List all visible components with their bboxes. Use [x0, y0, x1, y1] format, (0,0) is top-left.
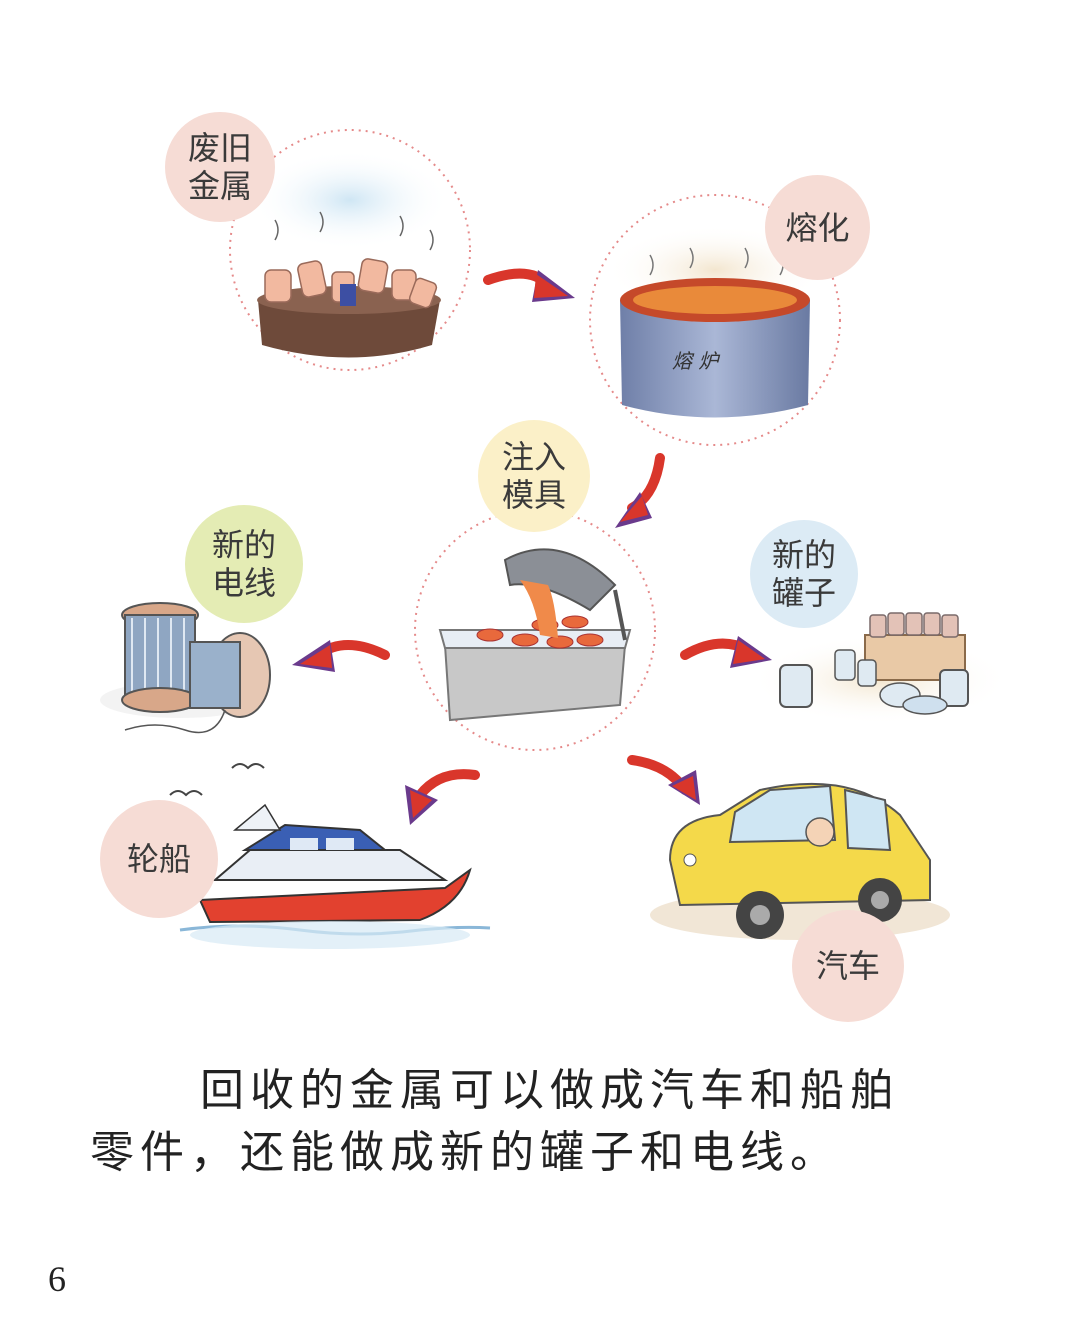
arrow-mold-to-wire: [292, 640, 390, 672]
scrap-metal-scene: [229, 129, 471, 371]
caption-line-1-text: 回收的金属可以做成汽车和船舶: [200, 1065, 900, 1116]
flow-arrows: [292, 268, 772, 825]
cans-scene: [750, 612, 1010, 725]
arrow-mold-to-car: [627, 755, 700, 805]
label-mold: 注入 模具: [478, 420, 590, 532]
arrow-mold-to-cans: [680, 636, 772, 668]
caption-line-2: 零件，还能做成新的罐子和电线。: [90, 1127, 840, 1178]
label-melt: 熔化: [765, 175, 870, 280]
label-ship: 轮船: [100, 800, 218, 918]
mold-scene: [414, 509, 656, 751]
arrow-mold-to-ship: [405, 769, 480, 825]
label-new-wire: 新的 电线: [185, 505, 303, 623]
arrow-melt-to-mold: [615, 453, 665, 528]
label-car: 汽车: [792, 910, 904, 1022]
car-scene: [650, 782, 950, 940]
label-new-cans: 新的 罐子: [750, 520, 858, 628]
ship-scene: [169, 763, 491, 949]
arrow-scrap-to-melt: [483, 268, 575, 302]
wire-spool-scene: [100, 602, 271, 734]
furnace-label: 熔 炉: [672, 349, 719, 373]
page-number: 6: [48, 1259, 66, 1299]
caption-text: 回收的金属可以做成汽车和船舶 零件，还能做成新的罐子和电线。: [90, 1060, 1030, 1184]
label-scrap-metal: 废旧 金属: [165, 112, 275, 222]
caption-line-1: 回收的金属可以做成汽车和船舶: [90, 1060, 1030, 1122]
